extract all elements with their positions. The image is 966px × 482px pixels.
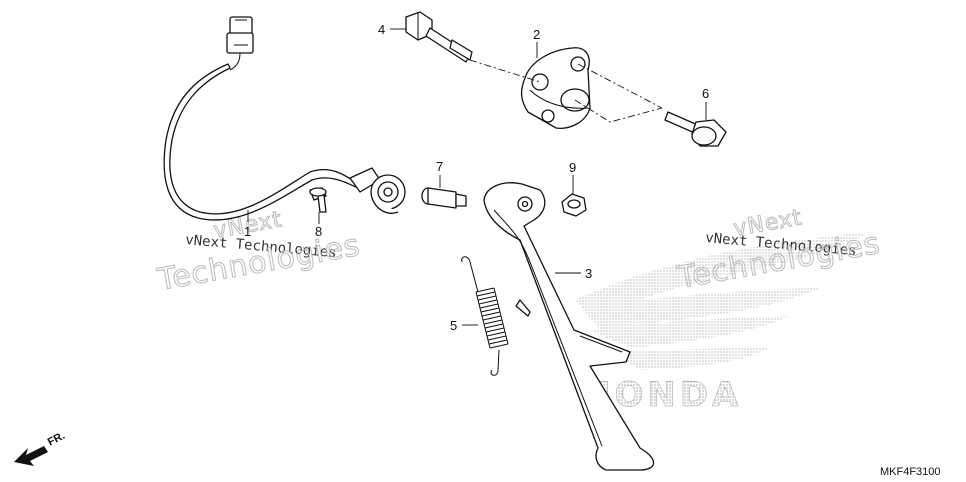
callout-4: 4 [378, 22, 385, 37]
callout-2: 2 [533, 27, 540, 42]
bracket-2 [520, 47, 591, 129]
bolt-6 [664, 111, 727, 147]
side-stand-3 [483, 182, 655, 471]
callout-6: 6 [702, 86, 709, 101]
callout-9: 9 [569, 160, 576, 175]
callout-1: 1 [244, 224, 251, 239]
honda-wing-logo [575, 232, 870, 370]
callout-5: 5 [450, 318, 457, 333]
nut-9 [561, 193, 587, 217]
front-label: FR. [46, 430, 67, 449]
callout-3: 3 [585, 266, 592, 281]
spring-5 [461, 256, 509, 376]
callout-7: 7 [436, 159, 443, 174]
bolt-8 [309, 187, 327, 213]
side-stand-switch-harness [163, 16, 406, 221]
drawing-code: MKF4F3100 [880, 466, 941, 478]
front-direction-arrow: FR. [14, 430, 67, 466]
pivot-bolt-7 [421, 187, 467, 209]
bolt-4 [405, 11, 473, 63]
callout-8: 8 [315, 224, 322, 239]
